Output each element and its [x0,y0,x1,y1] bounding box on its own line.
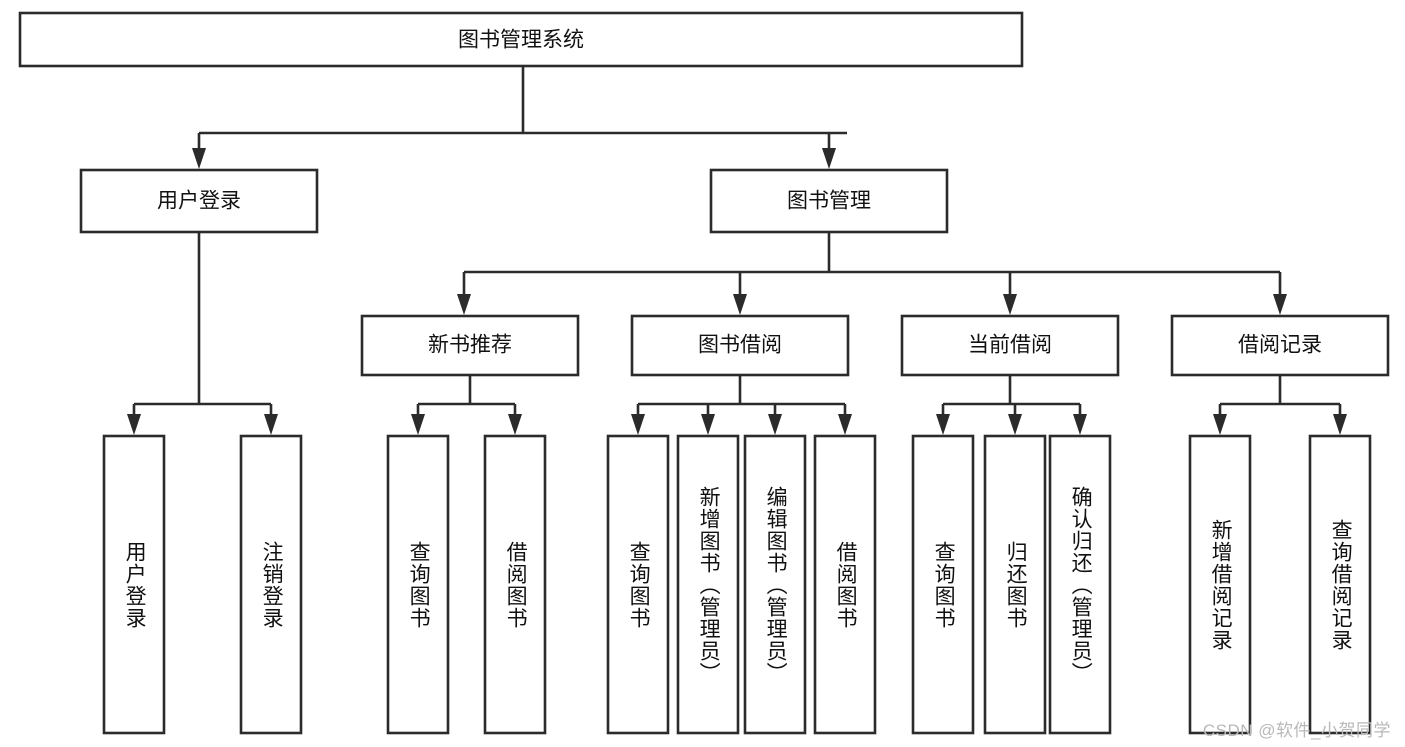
leaf-box-layer [102,434,1372,735]
node-root-rect[interactable] [18,11,1024,68]
arrowhead-leaf-query-book-1 [411,414,425,435]
node-user-login[interactable]: 用户登录 [79,168,319,234]
node-new-book-recommend-label: 新书推荐 [428,334,512,357]
leaf-box-borrow-book-1[interactable] [483,434,547,735]
node-book-management[interactable]: 图书管理 [709,168,949,234]
arrowhead-leaf-user-login [127,414,141,435]
watermark-text: CSDN @软件_小贺同学 [1202,721,1391,740]
node-book-borrow-label: 图书借阅 [698,334,782,357]
arrowhead-leaf-borrow-book-1 [508,414,522,435]
arrowhead-leaf-query-record [1333,414,1347,435]
arrowhead-leaf-confirm-return [1073,414,1087,435]
arrowhead-leaf-return-book [1008,414,1022,435]
arrowhead-to-borrow-record [1273,294,1287,315]
arrowhead-leaf-add-record [1213,414,1227,435]
arrowhead-leaf-edit-book [768,414,782,435]
leaf-box-add-record[interactable] [1188,434,1252,735]
arrowhead-to-book-borrow [733,294,747,315]
node-current-borrow-label: 当前借阅 [968,334,1052,357]
leaf-box-query-book-3[interactable] [911,434,975,735]
arrowhead-to-current-borrow [1003,294,1017,315]
node-layer: 图书管理系统 用户登录 图书管理 新书推荐 图书借阅 当前 [18,11,1390,735]
arrowhead-leaf-query-book-2 [631,414,645,435]
arrowhead-to-new-book-rec [457,294,471,315]
node-book-management-rect[interactable] [709,168,949,234]
arrowhead-leaf-logout [264,414,278,435]
node-root[interactable]: 图书管理系统 [18,11,1024,68]
node-user-login-label: 用户登录 [157,190,241,213]
node-current-borrow-rect[interactable] [900,314,1120,377]
node-borrow-record[interactable]: 借阅记录 [1170,314,1390,377]
connector-layer [127,66,1347,435]
leaf-box-logout[interactable] [239,434,303,735]
node-book-borrow[interactable]: 图书借阅 [630,314,850,377]
leaf-box-edit-book[interactable] [743,434,807,735]
leaf-box-confirm-return[interactable] [1048,434,1112,735]
leaf-box-query-book-1[interactable] [386,434,450,735]
arrowhead-leaf-borrow-book-2 [838,414,852,435]
node-book-management-label: 图书管理 [787,190,871,213]
leaf-box-query-record[interactable] [1308,434,1372,735]
arrowhead-to-book-mgmt [822,148,836,169]
node-book-borrow-rect[interactable] [630,314,850,377]
node-current-borrow[interactable]: 当前借阅 [900,314,1120,377]
leaf-box-user-login[interactable] [102,434,166,735]
arrowhead-leaf-query-book-3 [936,414,950,435]
node-borrow-record-rect[interactable] [1170,314,1390,377]
leaf-box-return-book[interactable] [983,434,1047,735]
arrowhead-leaf-add-book [701,414,715,435]
leaf-box-query-book-2[interactable] [606,434,670,735]
leaf-box-borrow-book-2[interactable] [813,434,877,735]
node-user-login-rect[interactable] [79,168,319,234]
leaf-box-add-book[interactable] [676,434,740,735]
node-borrow-record-label: 借阅记录 [1238,334,1322,357]
node-root-label: 图书管理系统 [458,29,584,52]
node-new-book-recommend-rect[interactable] [360,314,580,377]
arrowhead-to-user-login [192,148,206,169]
node-new-book-recommend[interactable]: 新书推荐 [360,314,580,377]
